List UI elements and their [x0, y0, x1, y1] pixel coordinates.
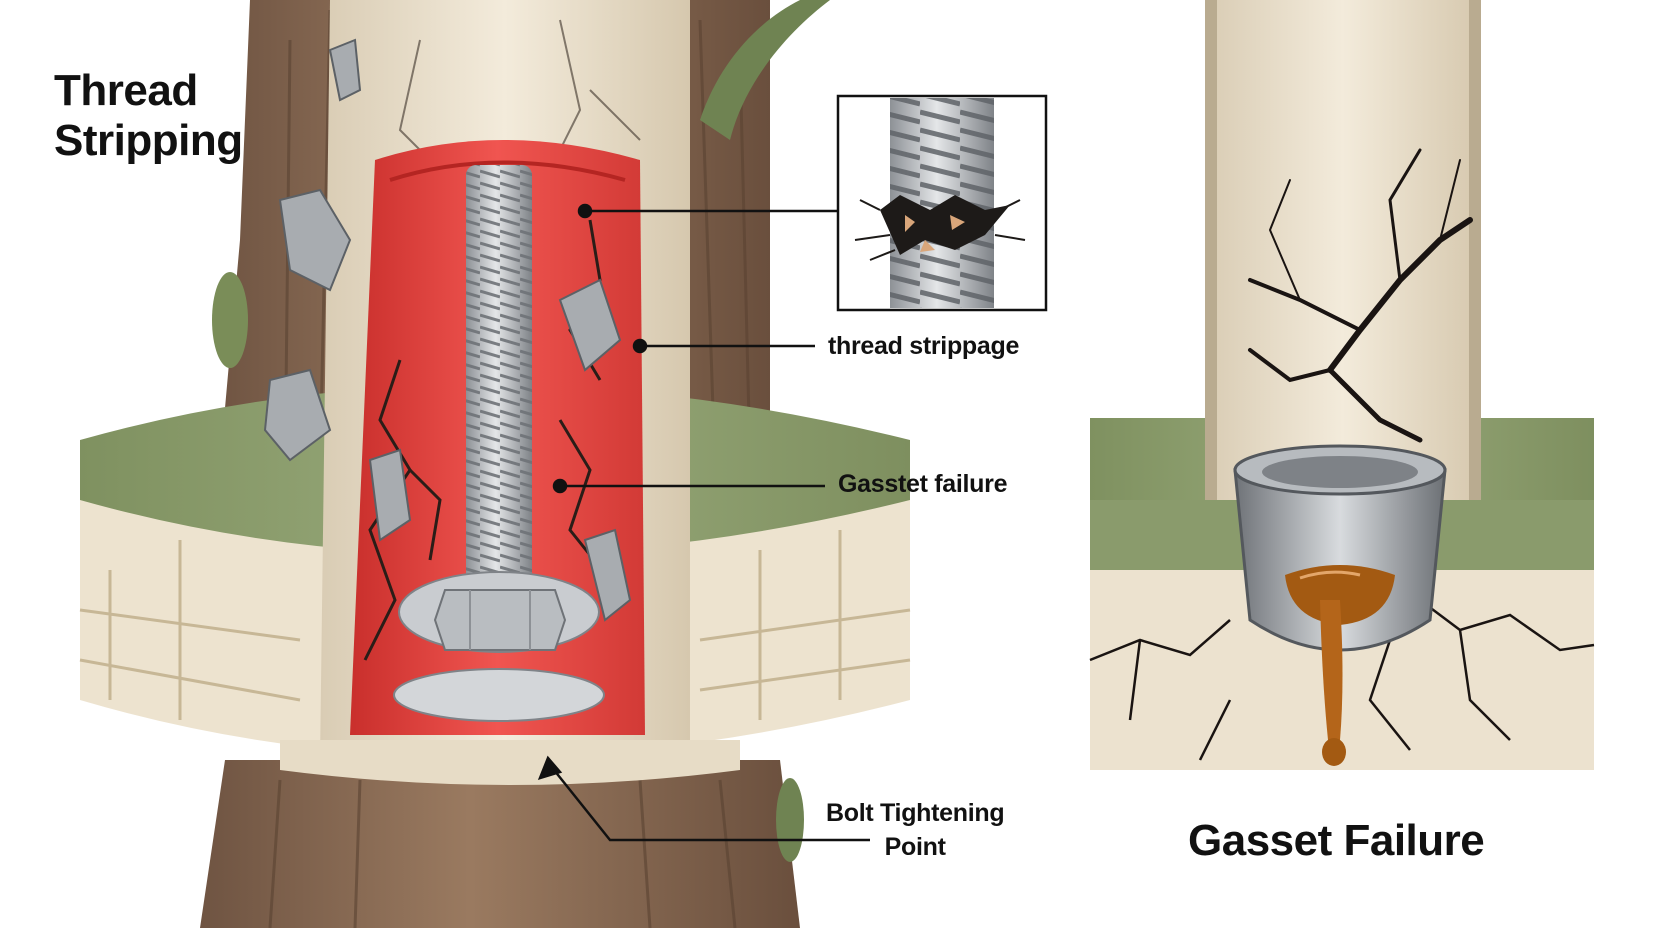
- leader-lines: [537, 203, 870, 842]
- crack-icon: [1089, 599, 1595, 761]
- title-thread-stripping: Thread Stripping: [54, 66, 243, 166]
- callout-thread-strippage: thread strippage: [828, 332, 1020, 360]
- callout-bolt-line2: Point: [884, 833, 946, 861]
- title-gasset-failure: Gasset Failure: [1188, 816, 1485, 865]
- callout-bolt-tightening-point: Bolt Tightening Point: [826, 796, 1005, 864]
- callout-gasket-failure: Gasstet failure: [838, 470, 1008, 498]
- callout-bolt-line1: Bolt Tightening: [826, 799, 1005, 827]
- gasket-failure-assembly: [1089, 0, 1595, 770]
- leak-drip-icon: [1285, 565, 1395, 766]
- thread-stripping-assembly: [79, 0, 1048, 928]
- crack-icon: [1248, 148, 1473, 443]
- steel-cup: [1233, 468, 1447, 652]
- shards: [263, 38, 632, 622]
- branch: [700, 0, 830, 140]
- title-thread-stripping-line1: Thread: [54, 66, 198, 115]
- right-pipe: [1205, 0, 1481, 500]
- magnifier-inset-icon: [836, 94, 1048, 312]
- bolt-icon: [393, 165, 605, 722]
- title-thread-stripping-line2: Stripping: [54, 116, 243, 165]
- knot: [212, 272, 248, 368]
- base-ring: [280, 740, 740, 785]
- lower-trunk: [200, 760, 800, 928]
